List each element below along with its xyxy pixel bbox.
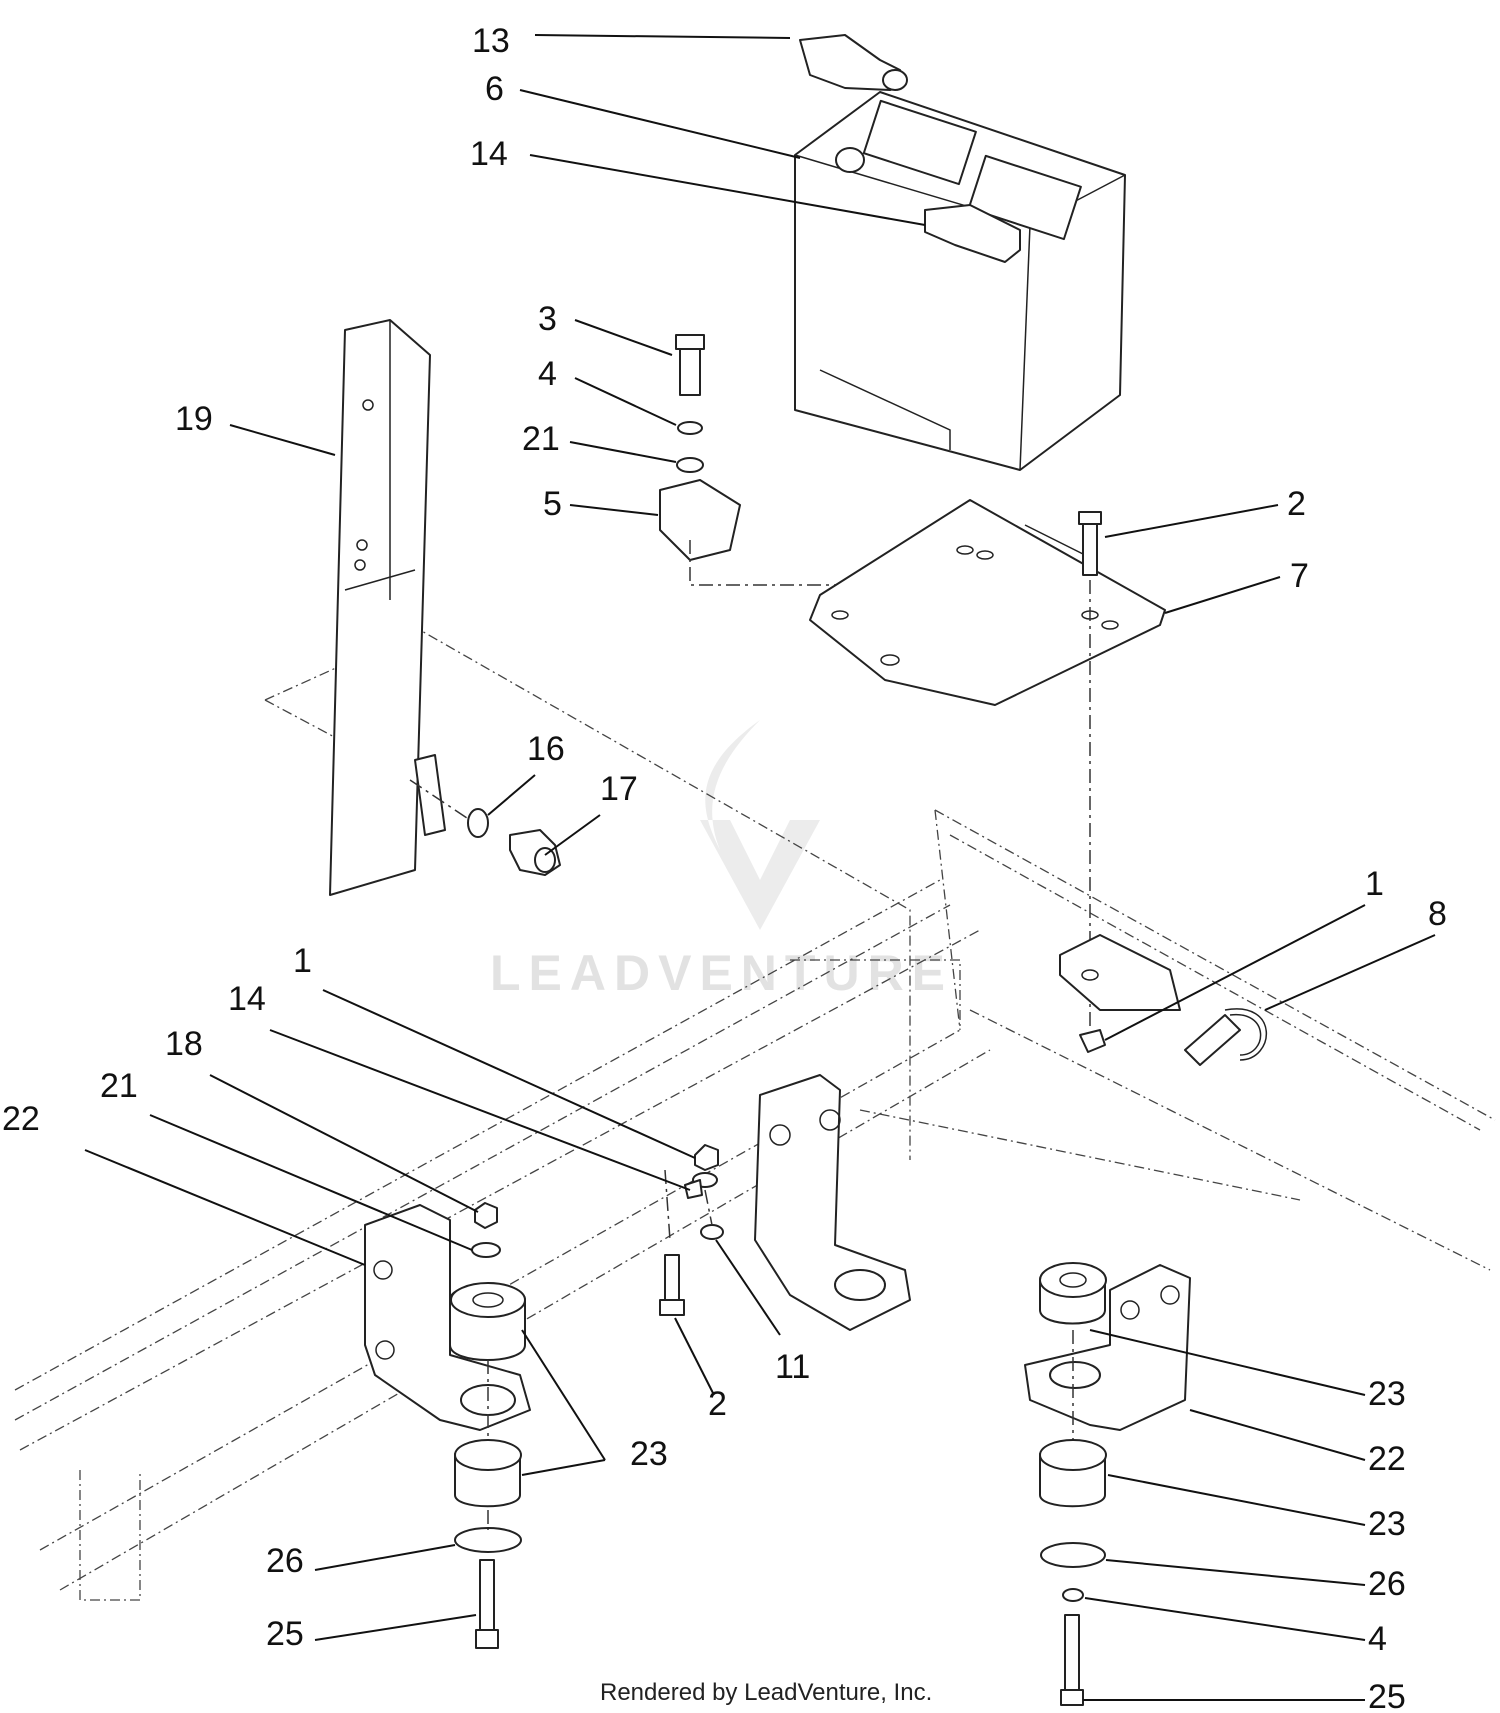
battery-tray xyxy=(809,499,1166,706)
callout-2: 2 xyxy=(1287,485,1306,523)
callout-19: 19 xyxy=(175,400,213,438)
terminal-cover xyxy=(799,34,908,91)
callout-14-center: 14 xyxy=(228,980,266,1018)
leader-lines xyxy=(84,34,1436,1701)
callout-21-left: 21 xyxy=(100,1067,138,1105)
leadventure-logo-icon xyxy=(700,720,820,930)
callout-17: 17 xyxy=(600,770,638,808)
left-mount-assembly xyxy=(364,1202,531,1649)
callout-16: 16 xyxy=(527,730,565,768)
callout-4-right: 4 xyxy=(1368,1620,1387,1658)
callout-25-right: 25 xyxy=(1368,1678,1406,1713)
callout-2-center: 2 xyxy=(708,1385,727,1423)
callout-23-left: 23 xyxy=(630,1435,668,1473)
cable-tie xyxy=(1184,1008,1268,1066)
watermark-text: LEADVENTURE xyxy=(490,945,953,1001)
callout-11: 11 xyxy=(775,1348,810,1386)
callout-22-right: 22 xyxy=(1368,1440,1406,1478)
callout-25-left: 25 xyxy=(266,1615,304,1653)
callouts: 13 6 14 3 4 21 5 19 2 7 16 17 1 8 1 14 1… xyxy=(2,22,1447,1713)
vertical-bracket xyxy=(329,319,446,896)
washer-bolt-16-17 xyxy=(409,779,561,876)
center-mount-bracket xyxy=(754,1074,911,1331)
callout-7: 7 xyxy=(1290,557,1309,595)
callout-14: 14 xyxy=(470,135,508,173)
callout-8: 8 xyxy=(1428,895,1447,933)
frame-rails xyxy=(14,629,1496,1601)
callout-4: 4 xyxy=(538,355,557,393)
callout-18: 18 xyxy=(165,1025,203,1063)
tray-bolt xyxy=(1078,511,1102,1030)
callout-23-right: 23 xyxy=(1368,1505,1406,1543)
callout-26-right: 26 xyxy=(1368,1565,1406,1603)
callout-26-left: 26 xyxy=(266,1542,304,1580)
callout-1-center: 1 xyxy=(293,942,312,980)
callout-1: 1 xyxy=(1365,865,1384,903)
hold-down-hardware xyxy=(659,334,891,660)
callout-23-right-top: 23 xyxy=(1368,1375,1406,1413)
callout-22-left: 22 xyxy=(2,1100,40,1138)
callout-21: 21 xyxy=(522,420,560,458)
battery xyxy=(794,91,1126,471)
watermark: LEADVENTURE xyxy=(490,720,953,1001)
callout-3: 3 xyxy=(538,300,557,338)
frame-plate xyxy=(1059,934,1181,1053)
center-hardware xyxy=(659,1144,724,1316)
callout-5: 5 xyxy=(543,485,562,523)
callout-6: 6 xyxy=(485,70,504,108)
footer-credit: Rendered by LeadVenture, Inc. xyxy=(600,1679,932,1706)
callout-13: 13 xyxy=(472,22,510,60)
right-mount-assembly xyxy=(1024,1262,1191,1706)
